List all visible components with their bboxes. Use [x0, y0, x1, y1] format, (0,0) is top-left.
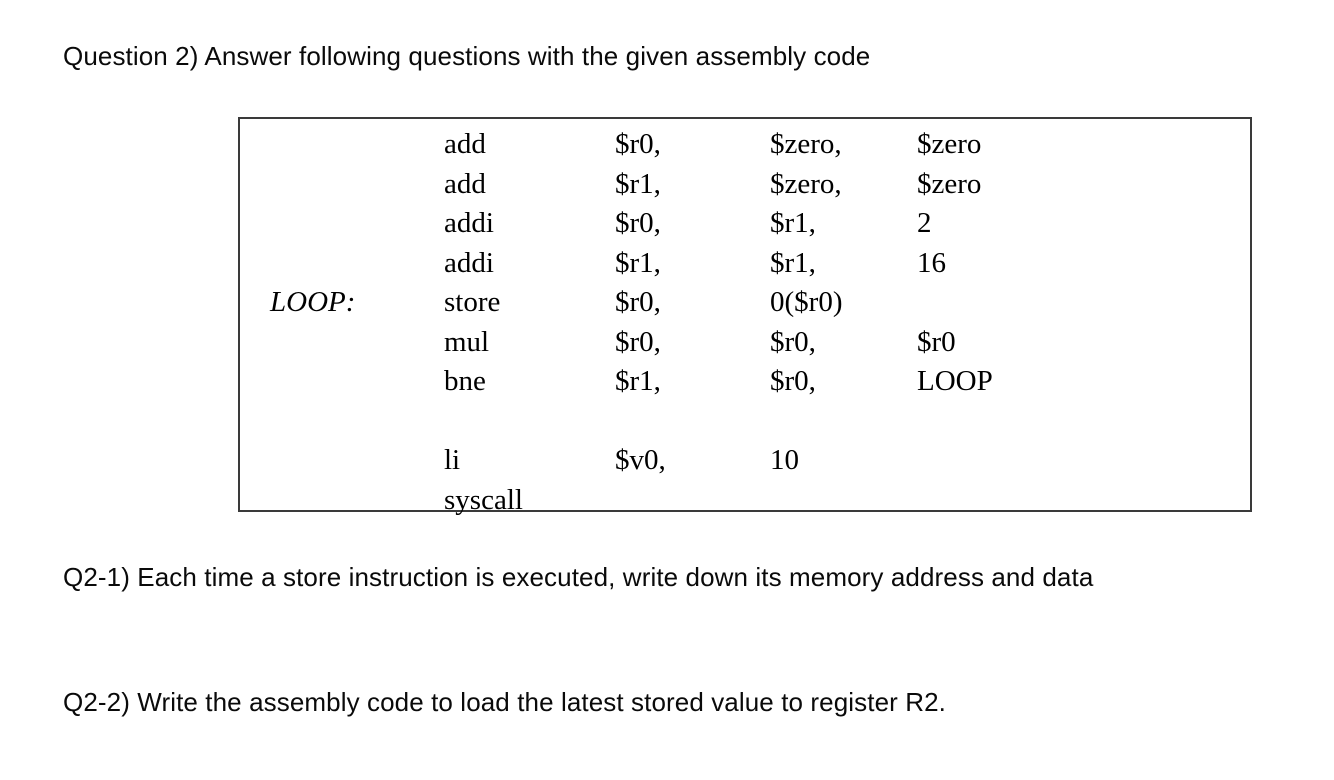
code-mnemonic: mul — [444, 325, 490, 358]
code-line: add $r1, $zero, $zero — [240, 165, 1250, 205]
code-operand-2: $r0, — [770, 365, 816, 397]
code-operand-1: $r1, — [615, 246, 661, 279]
code-label — [240, 165, 444, 205]
question-q2-2: Q2-2) Write the assembly code to load th… — [63, 687, 946, 717]
code-operand-1: $v0, — [615, 444, 666, 476]
code-operand-3: 2 — [917, 207, 932, 239]
code-operand-2: $r1, — [770, 207, 816, 239]
code-mnemonic: li — [444, 444, 461, 476]
code-operand-1: $r0, — [615, 128, 661, 160]
assembly-code-listing: add $r0, $zero, $zero add $r1, $zero, $z… — [240, 125, 1250, 520]
code-operand-3 — [917, 441, 1250, 481]
code-line: syscall — [240, 481, 1250, 521]
code-mnemonic: bne — [444, 365, 486, 397]
code-operand-1: $r0, — [615, 207, 661, 239]
code-label — [240, 402, 444, 442]
code-operand-1 — [615, 402, 770, 442]
code-label — [240, 323, 444, 363]
assembly-code-rows: add $r0, $zero, $zero add $r1, $zero, $z… — [240, 125, 1250, 520]
code-line: bne $r1, $r0, LOOP — [240, 362, 1250, 402]
code-label — [240, 244, 444, 284]
code-operand-2: $r0, — [770, 325, 816, 358]
code-operand-1: $r0, — [615, 286, 661, 318]
code-mnemonic: syscall — [444, 483, 523, 516]
code-label — [240, 362, 444, 402]
code-mnemonic — [444, 402, 615, 442]
code-line: addi $r1, $r1, 16 — [240, 244, 1250, 284]
code-line: li $v0, 10 — [240, 441, 1250, 481]
code-operand-2 — [770, 481, 917, 521]
code-operand-1 — [615, 481, 770, 521]
code-operand-3: $zero — [917, 128, 982, 160]
code-operand-2: $zero, — [770, 128, 842, 160]
code-operand-3: $r0 — [917, 325, 956, 358]
code-operand-3 — [917, 481, 1250, 521]
code-line: mul $r0, $r0, $r0 — [240, 323, 1250, 363]
question-q2-1: Q2-1) Each time a store instruction is e… — [63, 562, 1094, 592]
code-line: add $r0, $zero, $zero — [240, 125, 1250, 165]
code-operand-2 — [770, 402, 917, 442]
code-mnemonic: add — [444, 167, 486, 200]
assembly-code-box: add $r0, $zero, $zero add $r1, $zero, $z… — [238, 117, 1252, 516]
code-label — [240, 204, 444, 244]
code-label — [240, 125, 444, 165]
code-mnemonic: store — [444, 286, 501, 318]
code-mnemonic: addi — [444, 246, 494, 279]
code-operand-2: 10 — [770, 444, 799, 476]
code-mnemonic: add — [444, 128, 486, 160]
code-operand-1: $r1, — [615, 365, 661, 397]
code-mnemonic: addi — [444, 207, 494, 239]
code-operand-3: LOOP — [917, 365, 993, 397]
code-operand-2: $zero, — [770, 167, 842, 200]
code-line-blank — [240, 402, 1250, 442]
code-operand-3 — [917, 402, 1250, 442]
code-operand-2: $r1, — [770, 246, 816, 279]
code-label — [240, 481, 444, 521]
page-title: Question 2) Answer following questions w… — [63, 41, 871, 71]
code-operand-1: $r0, — [615, 325, 661, 358]
code-operand-3 — [917, 283, 1250, 323]
code-operand-3: $zero — [917, 167, 982, 200]
code-operand-1: $r1, — [615, 167, 661, 200]
code-line: addi $r0, $r1, 2 — [240, 204, 1250, 244]
code-label-loop: LOOP: — [270, 286, 356, 318]
code-label — [240, 441, 444, 481]
code-line-loop: LOOP: store $r0, 0($r0) — [240, 283, 1250, 323]
code-operand-3: 16 — [917, 246, 946, 279]
code-operand-2: 0($r0) — [770, 286, 843, 318]
